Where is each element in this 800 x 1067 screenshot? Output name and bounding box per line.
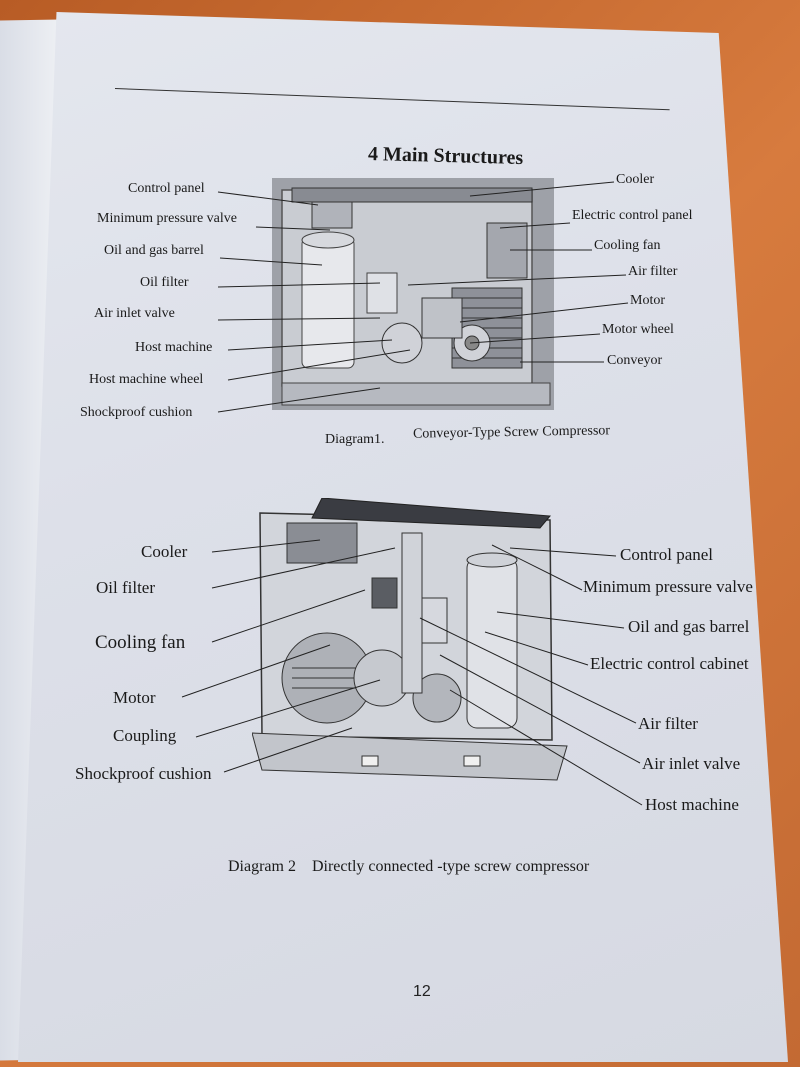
label-shockproof-cushion: Shockproof cushion [75, 764, 212, 783]
page-title: 4 Main Structures [367, 142, 524, 170]
label-oil-filter: Oil filter [140, 275, 189, 290]
label-electric-control-panel: Electric control panel [572, 208, 693, 223]
label-host-machine: Host machine [135, 340, 213, 355]
label-host-machine: Host machine [645, 795, 739, 814]
label-air-inlet-valve: Air inlet valve [642, 754, 741, 773]
label-host-machine-wheel: Host machine wheel [89, 372, 204, 387]
page-number: 12 [413, 983, 431, 1000]
label-motor-wheel: Motor wheel [602, 322, 674, 337]
label-minimum-pressure-valve: Minimum pressure valve [583, 577, 753, 596]
label-air-filter: Air filter [628, 264, 678, 279]
label-cooling-fan: Cooling fan [95, 632, 186, 653]
diagram2-illustration [252, 498, 568, 781]
label-minimum-pressure-valve: Minimum pressure valve [97, 211, 237, 226]
label-coupling: Coupling [113, 726, 177, 745]
label-cooler: Cooler [141, 542, 188, 561]
label-conveyor: Conveyor [607, 353, 663, 368]
label-cooler: Cooler [616, 172, 655, 187]
label-electric-control-cabinet: Electric control cabinet [590, 654, 749, 673]
label-control-panel: Control panel [128, 181, 205, 196]
diagram1-caption-number: Diagram1. [325, 432, 385, 447]
label-air-filter: Air filter [638, 714, 698, 733]
diagram2-caption: Diagram 2 Directly connected -type screw… [228, 858, 590, 875]
label-motor: Motor [113, 688, 156, 707]
label-shockproof-cushion: Shockproof cushion [80, 405, 193, 420]
label-oil-and-gas-barrel: Oil and gas barrel [628, 617, 750, 636]
label-control-panel: Control panel [620, 545, 714, 564]
label-motor: Motor [630, 293, 665, 308]
diagram1-illustration [272, 178, 554, 410]
label-oil-filter: Oil filter [96, 578, 156, 597]
label-cooling-fan: Cooling fan [594, 238, 661, 253]
label-oil-and-gas-barrel: Oil and gas barrel [104, 243, 204, 258]
label-air-inlet-valve: Air inlet valve [94, 306, 175, 321]
